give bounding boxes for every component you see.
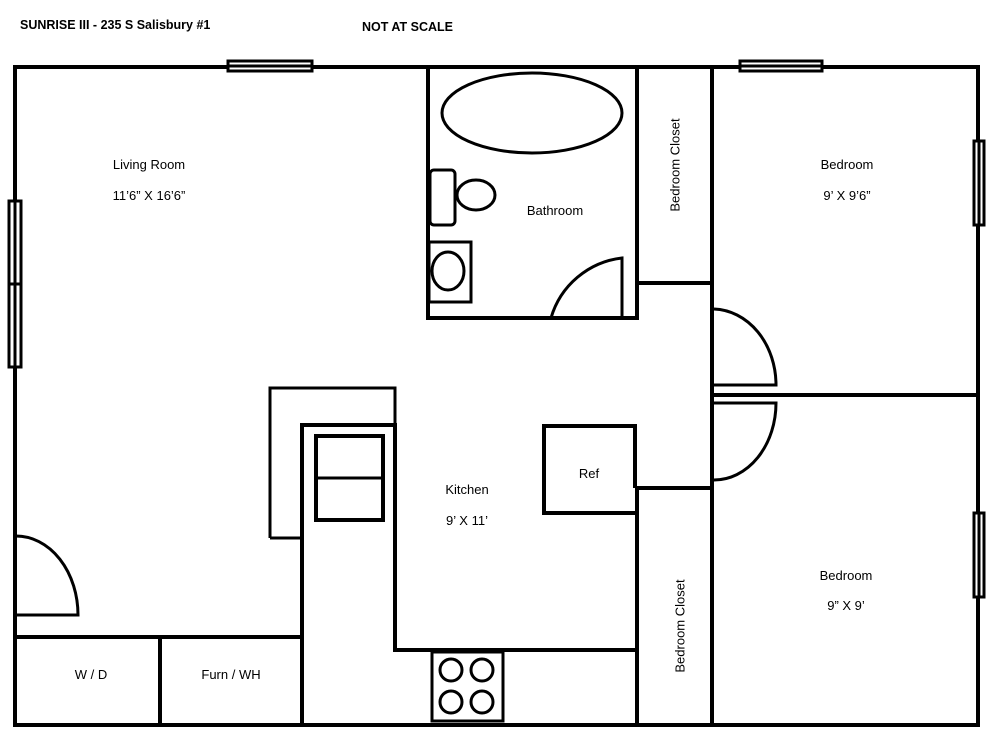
kitchen-sink-icon	[314, 434, 385, 522]
living-room-dimensions: 11’6” X 16’6”	[112, 188, 186, 203]
bathtub-icon	[440, 71, 624, 155]
door-swing-icon	[713, 401, 778, 482]
bathroom-label: Bathroom	[526, 203, 584, 218]
bedroom-top-dimensions: 9’ X 9’6”	[823, 188, 871, 203]
plan-title: SUNRISE III - 235 S Salisbury #1	[20, 18, 211, 32]
door-swing-icon	[713, 307, 778, 387]
bedroom-closet-bottom-label: Bedroom Closet	[672, 579, 688, 673]
door-swing-icon	[15, 534, 80, 617]
door-swing-icon	[549, 256, 624, 319]
toilet-icon	[428, 168, 497, 227]
furnace-water-heater-label: Furn / WH	[201, 667, 261, 682]
window-icon	[226, 59, 314, 73]
window-icon	[738, 59, 824, 73]
window-icon	[972, 511, 986, 599]
bedroom-closet-top-label: Bedroom Closet	[667, 118, 683, 212]
living-room-label: Living Room	[112, 157, 186, 172]
stove-icon	[430, 650, 505, 723]
bedroom-bottom-label: Bedroom	[819, 568, 873, 583]
refrigerator-label: Ref	[578, 466, 600, 481]
bedroom-bottom-dimensions: 9” X 9’	[827, 598, 865, 613]
kitchen-label: Kitchen	[445, 482, 489, 497]
bathroom-sink-icon	[427, 240, 473, 304]
bedroom-top-label: Bedroom	[820, 157, 874, 172]
bathroom-walls	[426, 67, 639, 320]
washer-dryer-label: W / D	[74, 667, 108, 682]
window-icon	[972, 139, 986, 227]
window-icon	[7, 199, 23, 369]
kitchen-dimensions: 9’ X 11’	[446, 513, 488, 528]
scale-note: NOT AT SCALE	[362, 20, 453, 34]
